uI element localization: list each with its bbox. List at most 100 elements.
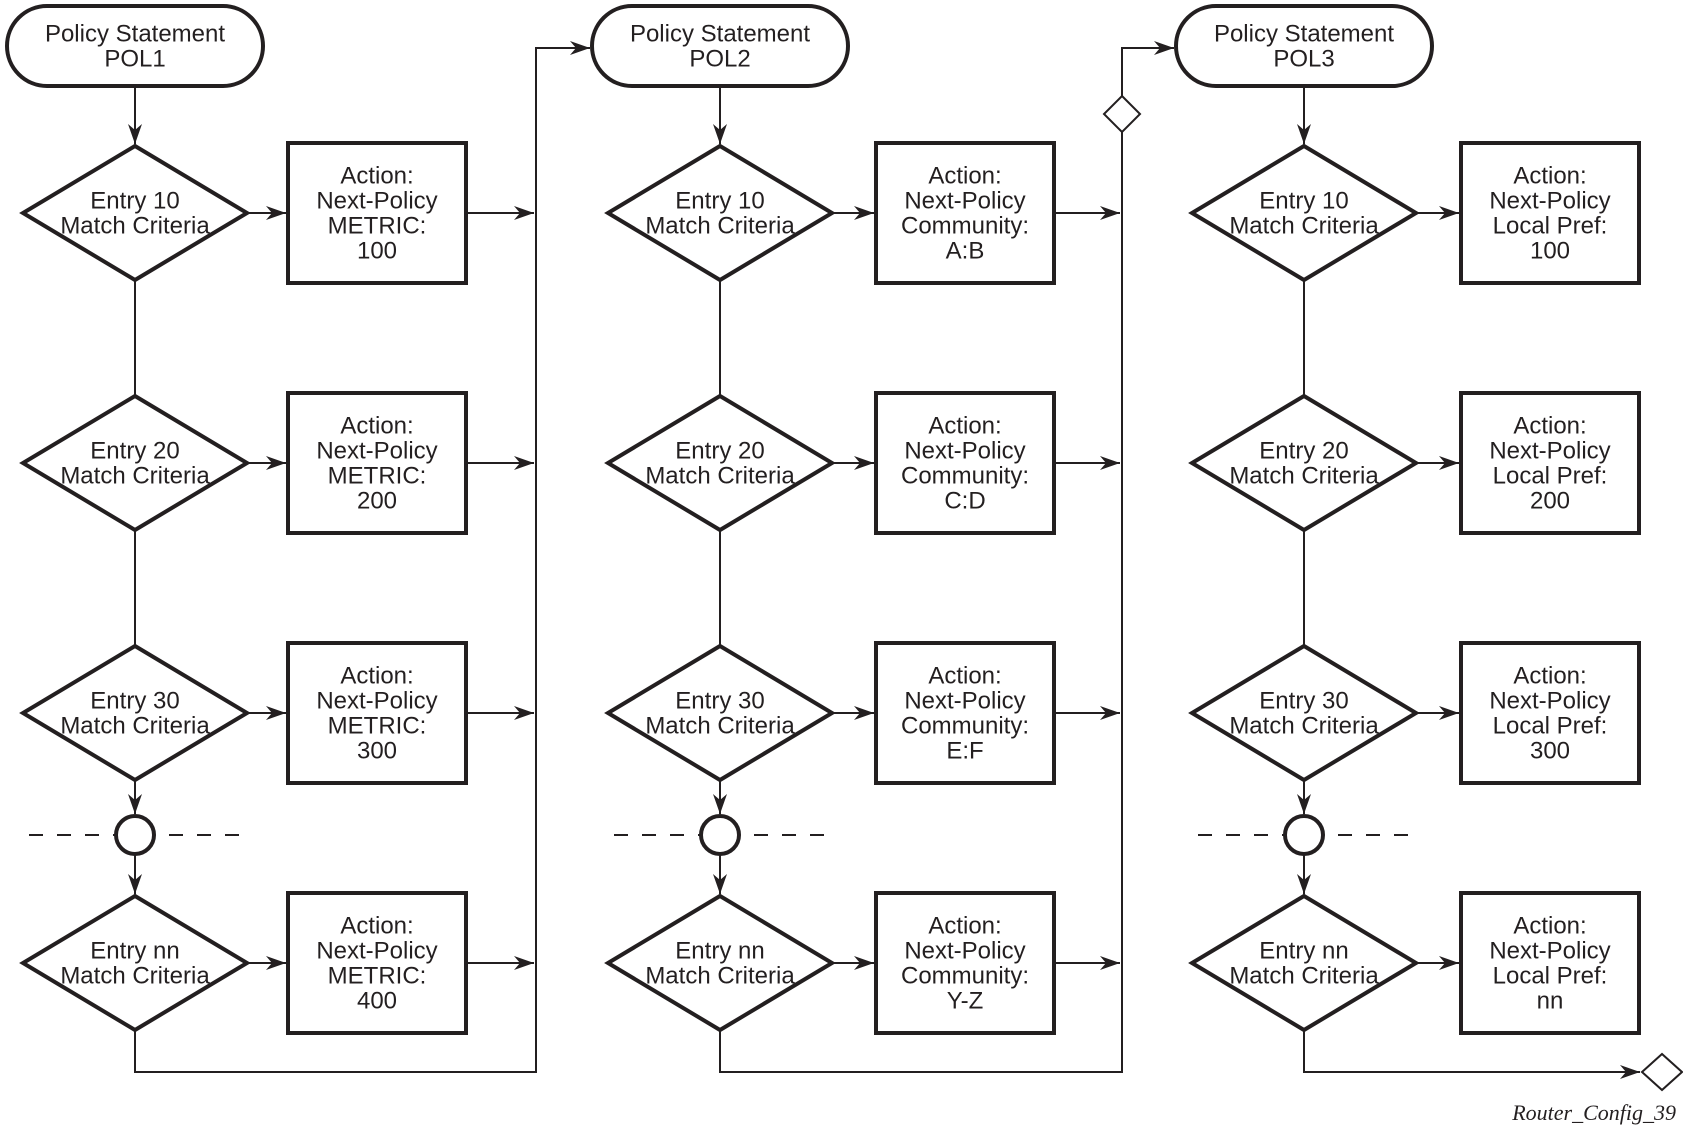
match-criteria-label: Match Criteria: [60, 213, 210, 240]
match-criteria-label: Entry 20: [1259, 438, 1348, 465]
action-label: Next-Policy: [904, 688, 1025, 715]
action-label: Next-Policy: [316, 188, 437, 215]
continuation-circle: [114, 814, 156, 856]
match-criteria-label: Entry 10: [90, 188, 179, 215]
action-label: Community:: [901, 213, 1029, 240]
action-label: METRIC:: [328, 713, 427, 740]
action-label: C:D: [944, 488, 985, 515]
action-box: [286, 141, 468, 285]
match-criteria-label: Entry nn: [90, 938, 179, 965]
action-label: 300: [357, 738, 397, 765]
action-label: 100: [357, 238, 397, 265]
action-label: Next-Policy: [904, 938, 1025, 965]
action-label: Local Pref:: [1493, 713, 1608, 740]
match-criteria-label: Match Criteria: [645, 963, 795, 990]
action-label: 100: [1530, 238, 1570, 265]
match-criteria-label: Match Criteria: [1229, 963, 1379, 990]
action-label: Action:: [928, 913, 1001, 940]
figure-caption: Router_Config_39: [1511, 1100, 1676, 1125]
action-label: Action:: [928, 163, 1001, 190]
action-label: Action:: [1513, 913, 1586, 940]
match-criteria-label: Match Criteria: [645, 713, 795, 740]
action-label: nn: [1537, 988, 1564, 1015]
action-label: Action:: [928, 413, 1001, 440]
junction-diamond: [1102, 94, 1142, 134]
action-label: Next-Policy: [1489, 438, 1610, 465]
action-label: Local Pref:: [1493, 213, 1608, 240]
match-criteria-label: Entry 10: [1259, 188, 1348, 215]
action-label: Next-Policy: [904, 438, 1025, 465]
action-label: Next-Policy: [316, 938, 437, 965]
policy-statement-label: POL3: [1273, 46, 1334, 73]
action-label: Action:: [1513, 663, 1586, 690]
policy-column-pol1: [5, 4, 468, 1035]
action-label: Community:: [901, 463, 1029, 490]
action-label: Next-Policy: [904, 188, 1025, 215]
action-label: Y-Z: [947, 988, 983, 1015]
action-label: Action:: [928, 663, 1001, 690]
action-label: 200: [1530, 488, 1570, 515]
policy-exit-path: [719, 41, 1174, 1073]
action-label: METRIC:: [328, 213, 427, 240]
action-label: Next-Policy: [1489, 188, 1610, 215]
match-criteria-label: Match Criteria: [645, 463, 795, 490]
action-label: Action:: [1513, 413, 1586, 440]
action-label: METRIC:: [328, 963, 427, 990]
match-criteria-label: Entry 30: [1259, 688, 1348, 715]
match-criteria-label: Entry 30: [675, 688, 764, 715]
action-label: Community:: [901, 963, 1029, 990]
action-label: Next-Policy: [316, 688, 437, 715]
action-label: Local Pref:: [1493, 463, 1608, 490]
action-label: Next-Policy: [316, 438, 437, 465]
action-label: Next-Policy: [1489, 938, 1610, 965]
policy-exit-path: [1303, 1030, 1640, 1079]
action-label: Action:: [1513, 163, 1586, 190]
match-criteria-label: Match Criteria: [1229, 213, 1379, 240]
policy-statement-label: Policy Statement: [630, 21, 810, 48]
policy-statement-label: Policy Statement: [1214, 21, 1394, 48]
match-criteria-label: Entry 20: [675, 438, 764, 465]
action-label: 300: [1530, 738, 1570, 765]
action-label: Local Pref:: [1493, 963, 1608, 990]
action-label: A:B: [946, 238, 985, 265]
action-box: [286, 391, 468, 535]
action-label: 400: [357, 988, 397, 1015]
action-box: [1459, 391, 1641, 535]
action-label: Next-Policy: [1489, 688, 1610, 715]
action-label: METRIC:: [328, 463, 427, 490]
match-criteria-label: Match Criteria: [645, 213, 795, 240]
policy-statement-label: POL2: [689, 46, 750, 73]
match-criteria-label: Match Criteria: [1229, 713, 1379, 740]
action-box: [1459, 141, 1641, 285]
match-criteria-label: Entry 30: [90, 688, 179, 715]
match-criteria-label: Match Criteria: [60, 963, 210, 990]
action-box: [874, 391, 1056, 535]
action-label: Action:: [340, 913, 413, 940]
action-label: 200: [357, 488, 397, 515]
continuation-circle: [699, 814, 741, 856]
match-criteria-label: Entry 20: [90, 438, 179, 465]
match-criteria-label: Entry 10: [675, 188, 764, 215]
policy-statement-label: POL1: [104, 46, 165, 73]
action-label: Action:: [340, 413, 413, 440]
policy-column-pol3: [1174, 4, 1641, 1035]
match-criteria-label: Entry nn: [675, 938, 764, 965]
action-label: Action:: [340, 663, 413, 690]
match-criteria-label: Match Criteria: [60, 463, 210, 490]
policy-exit-path: [134, 41, 590, 1073]
action-box: [1459, 641, 1641, 785]
action-box: [874, 891, 1056, 1035]
match-criteria-label: Match Criteria: [1229, 463, 1379, 490]
match-criteria-label: Entry nn: [1259, 938, 1348, 965]
action-label: Community:: [901, 713, 1029, 740]
action-box: [874, 141, 1056, 285]
match-criteria-label: Match Criteria: [60, 713, 210, 740]
end-diamond: [1640, 1052, 1683, 1092]
policy-statement-label: Policy Statement: [45, 21, 225, 48]
action-label: Action:: [340, 163, 413, 190]
action-label: E:F: [946, 738, 983, 765]
policy-column-pol2: [590, 4, 1056, 1035]
continuation-circle: [1283, 814, 1325, 856]
action-box: [1459, 891, 1641, 1035]
